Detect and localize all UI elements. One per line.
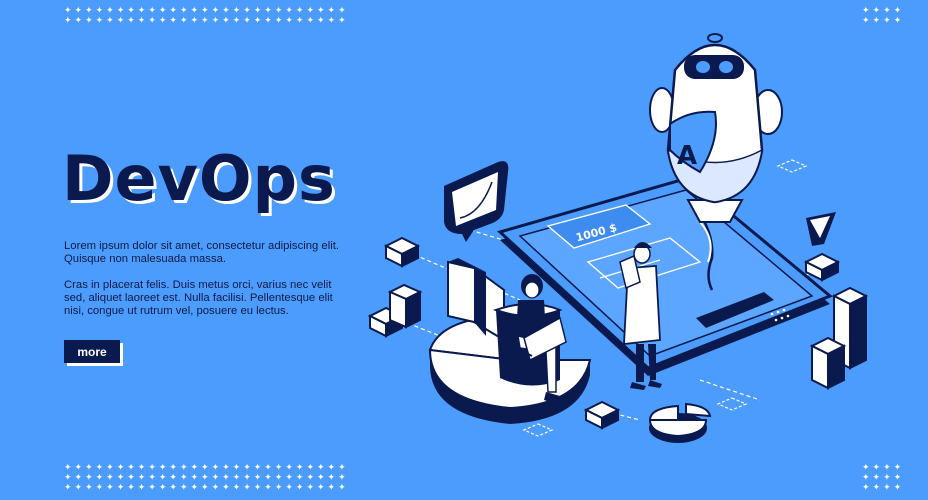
shield-cone-icon xyxy=(806,212,836,246)
man-in-lab-coat xyxy=(619,242,662,390)
robot-badge-label: A xyxy=(677,141,697,171)
woman-with-laptop xyxy=(511,274,567,404)
description-paragraph: Cras in placerat felis. Duis metus orci,… xyxy=(64,279,333,317)
smartphone: 1000 $ xyxy=(497,176,833,376)
robot-rocket: A xyxy=(649,33,783,291)
page-title: DevOps xyxy=(62,142,336,215)
dashed-diamond-marker xyxy=(522,159,808,437)
sparkle-decoration-top-left: ✦✦✦✦✦✦✦✦✦✦✦✦✦✦✦✦✦✦✦✦✦✦✦✦✦✦✦✦✦✦✦✦✦✦✦✦✦✦✦✦… xyxy=(64,6,349,26)
intro-paragraph: Lorem ipsum dolor sit amet, consectetur … xyxy=(64,240,340,265)
sparkle-decoration-bottom-left: ✦✦✦✦✦✦✦✦✦✦✦✦✦✦✦✦✦✦✦✦✦✦✦✦✦✦✦✦✦✦✦✦✦✦✦✦✦✦✦✦… xyxy=(64,463,349,493)
cube-blocks xyxy=(367,236,841,430)
more-button[interactable]: more xyxy=(64,340,120,363)
sparkle-decoration-bottom-right: ✦✦✦✦✦✦✦✦✦✦✦✦ xyxy=(862,463,905,493)
chat-bubble-icon xyxy=(444,161,509,242)
sparkle-decoration-top-right: ✦✦✦✦✦✦✦✦ xyxy=(862,6,905,26)
bar-chart-blocks xyxy=(809,286,869,390)
pie-chart-small xyxy=(648,402,712,443)
